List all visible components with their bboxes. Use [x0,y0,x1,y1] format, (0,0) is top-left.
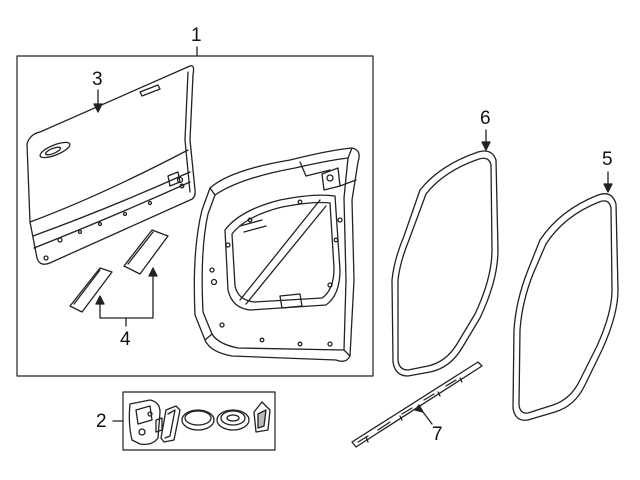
outer-skin-panel [26,65,196,265]
door-shell-group-box [16,55,374,377]
door-inner-shell [193,147,360,362]
label-sticker-4b [123,229,169,275]
grommet-plug-1 [181,409,215,431]
callout-7: 7 [432,424,443,445]
callout-3: 3 [92,69,103,90]
label-sticker-4a [69,267,113,313]
hardware-kit-items [128,399,271,446]
callout-1: 1 [191,25,202,46]
door-weatherstrip-6 [391,150,499,377]
callout-2: 2 [96,411,107,432]
trim-clip [253,401,271,433]
foam-pad [160,405,181,443]
callout-5: 5 [602,149,613,170]
body-weatherstrip-5 [512,193,619,421]
arrowhead-3 [93,103,103,113]
grommet-plug-2 [216,409,250,431]
callout-6: 6 [480,108,491,129]
lower-seal-strip-7 [351,361,483,448]
door-latch [128,399,161,446]
callout-4: 4 [120,329,131,350]
